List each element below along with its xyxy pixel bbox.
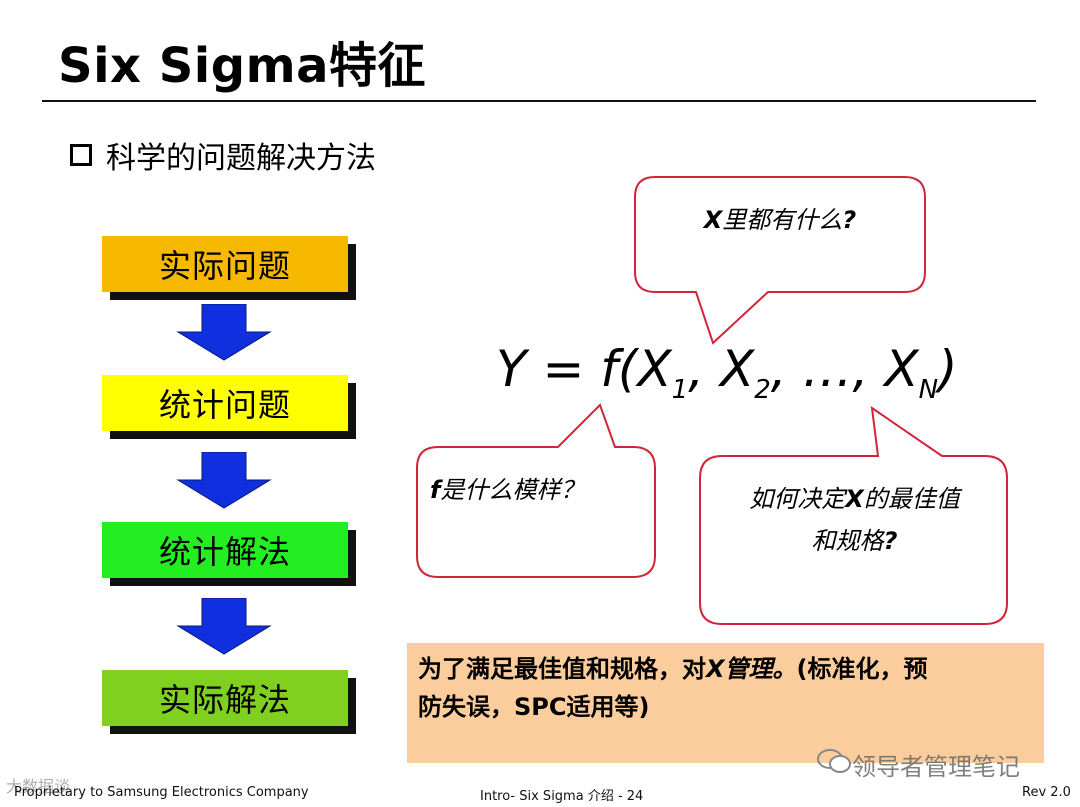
step-label: 统计问题 <box>158 386 291 424</box>
note-part: 防失误，SPC适用等) <box>418 693 650 721</box>
bubble-left-text: f是什么模样？ <box>430 470 630 505</box>
formula-eq: = <box>526 340 601 398</box>
down-arrow-icon <box>176 304 272 361</box>
down-arrow-icon <box>176 452 272 509</box>
note-part-italic: X管理。 <box>706 655 797 683</box>
step-label: 实际解法 <box>158 681 291 719</box>
bubble-top-bold: X <box>703 206 723 234</box>
formula-f: f(X <box>600 340 672 398</box>
bubble-left-bold: f <box>430 476 441 504</box>
bubble-top-text: X里都有什么? <box>650 200 910 235</box>
step-actual-solution: 实际解法 <box>102 670 348 726</box>
wechat-icon <box>817 749 851 773</box>
formula-part: , …, X <box>770 340 919 398</box>
bubble-right-body: 和规格 <box>811 527 884 555</box>
subtitle-text: 科学的问题解决方法 <box>106 141 376 176</box>
formula: Y = f(X1, X2, …, XN) <box>496 340 958 405</box>
note-part: (标准化，预 <box>796 655 928 683</box>
watermark-left: 大数据谈 <box>6 777 71 796</box>
bubble-left-body: 是什么模样？ <box>440 476 585 504</box>
formula-y: Y <box>496 340 527 398</box>
formula-sub: N <box>918 375 939 405</box>
note-box <box>407 643 1044 763</box>
footer-right: Rev 2.0 <box>1022 785 1071 800</box>
subtitle: 科学的问题解决方法 <box>70 133 376 177</box>
step-statistical-solution: 统计解法 <box>102 522 348 578</box>
title-divider <box>42 100 1036 102</box>
bubble-top-body: 里都有什么 <box>722 206 843 234</box>
footer-center: Intro- Six Sigma 介绍 - 24 <box>480 789 644 804</box>
step-statistical-problem: 统计问题 <box>102 375 348 431</box>
bubble-right-body: 的最佳值 <box>863 485 960 513</box>
formula-sub: 2 <box>754 375 771 405</box>
footer-left: Proprietary to Samsung Electronics Compa… <box>14 785 309 800</box>
step-label: 实际问题 <box>158 247 291 285</box>
bubble-right-bold: X <box>845 485 864 513</box>
formula-sub: 1 <box>671 375 689 405</box>
formula-part: , X <box>688 340 755 398</box>
bubble-right-body: 如何决定 <box>749 485 846 513</box>
checkbox-bullet-icon <box>70 144 92 166</box>
down-arrow-icon <box>176 598 272 655</box>
bubble-top-qmark: ? <box>842 206 857 234</box>
watermark-right: 领导者管理笔记 <box>852 753 1020 781</box>
note-text: 为了满足最佳值和规格，对X管理。(标准化，预 防失误，SPC适用等) <box>418 650 1028 726</box>
page-title: Six Sigma特征 <box>58 38 426 94</box>
formula-part: ) <box>938 340 958 398</box>
step-label: 统计解法 <box>158 533 291 571</box>
bubble-right-qmark: ? <box>883 527 898 555</box>
note-part: 为了满足最佳值和规格，对 <box>418 655 706 683</box>
step-actual-problem: 实际问题 <box>102 236 348 292</box>
bubble-right-text: 如何决定X的最佳值 和规格? <box>712 478 997 562</box>
